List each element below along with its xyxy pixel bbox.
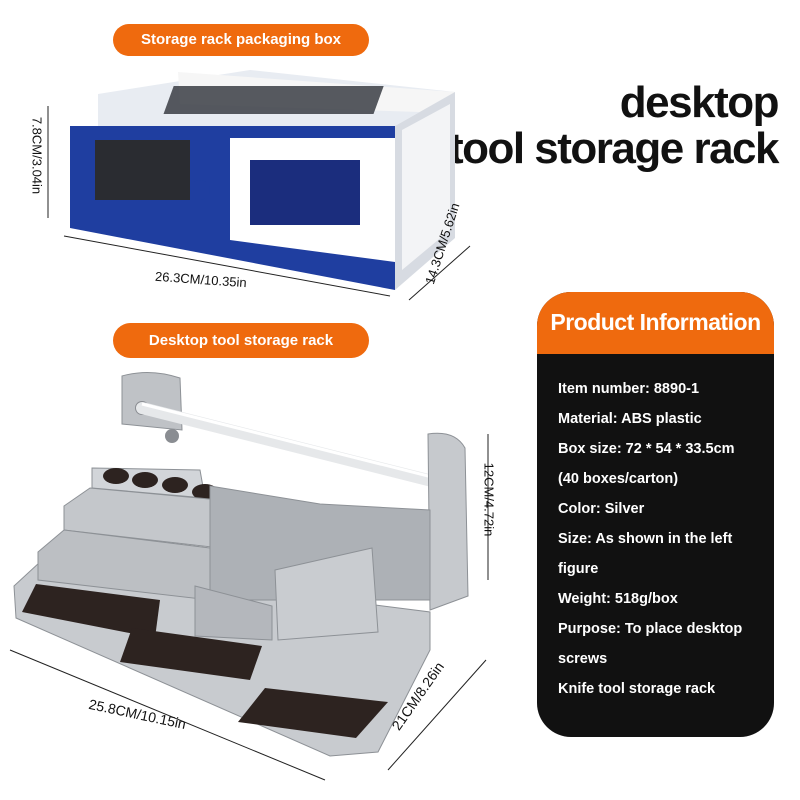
rack-right-panel bbox=[427, 432, 469, 611]
box-front-photo bbox=[250, 160, 360, 225]
box-height-label: 7.8CM/3.04in bbox=[29, 116, 45, 195]
rack-front-bin bbox=[274, 547, 379, 641]
headline-line-2: tool storage rack bbox=[448, 124, 780, 173]
packaging-box-label: Storage rack packaging box bbox=[113, 24, 369, 56]
magnet-mat-middle bbox=[120, 628, 262, 680]
info-box-count: (40 boxes/carton) bbox=[558, 471, 679, 487]
rack-compartments bbox=[209, 485, 431, 601]
product-info-panel: Product Information Item number: 8890-1 … bbox=[537, 292, 774, 737]
info-material: Material: ABS plastic bbox=[558, 411, 702, 427]
rack-depth-line bbox=[387, 659, 487, 771]
packaging-box bbox=[47, 70, 471, 301]
storage-rack bbox=[9, 372, 489, 781]
box-depth-line bbox=[408, 245, 471, 301]
desktop-rack-label: Desktop tool storage rack bbox=[113, 323, 369, 358]
box-side-panel bbox=[402, 104, 450, 270]
product-info-title: Product Information bbox=[537, 292, 774, 354]
product-info-list: Item number: 8890-1 Material: ABS plasti… bbox=[558, 374, 768, 704]
magnet-mat-left bbox=[22, 584, 160, 638]
tape-rod bbox=[136, 402, 454, 491]
info-size-cont: figure bbox=[558, 561, 599, 577]
box-front-rack-photo bbox=[95, 140, 190, 200]
headline-line-1: desktop bbox=[619, 78, 780, 127]
rack-width-line bbox=[9, 649, 326, 781]
box-lid-image bbox=[163, 86, 384, 114]
box-width-line bbox=[63, 235, 391, 297]
info-purpose: Purpose: To place desktop bbox=[558, 621, 743, 637]
colors-badge bbox=[190, 180, 210, 200]
tape-rod-highlight bbox=[141, 402, 449, 483]
info-color: Color: Silver bbox=[558, 501, 645, 517]
rack-height-label: 12CM/4.72in bbox=[481, 462, 497, 537]
info-item-number: Item number: 8890-1 bbox=[558, 381, 700, 397]
info-weight: Weight: 518g/box bbox=[558, 591, 678, 607]
info-size: Size: As shown in the left bbox=[558, 531, 733, 547]
info-purpose-cont: screws bbox=[558, 651, 608, 667]
panel-screw-2 bbox=[165, 429, 179, 443]
info-type: Knife tool storage rack bbox=[558, 681, 716, 697]
info-box-size: Box size: 72 * 54 * 33.5cm bbox=[558, 441, 735, 457]
rack-small-bin bbox=[194, 585, 273, 641]
magnet-mat-right bbox=[238, 688, 388, 738]
